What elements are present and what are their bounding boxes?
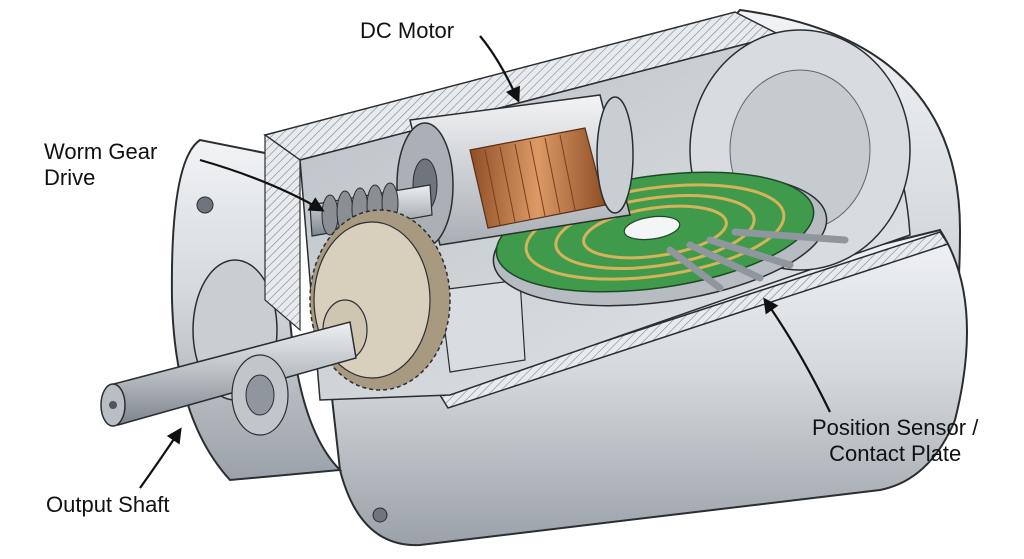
arrow-position-sensor [763, 297, 831, 413]
label-worm-gear: Worm Gear Drive [44, 139, 157, 191]
label-dc-motor-text: DC Motor [360, 18, 455, 43]
label-worm-gear-line2: Drive [44, 165, 96, 190]
label-output-shaft: Output Shaft [46, 492, 170, 518]
cutaway-housing-icon [170, 8, 968, 547]
label-position-sensor-line2: Contact Plate [829, 441, 962, 466]
label-dc-motor: DC Motor [360, 18, 454, 44]
arrow-output-shaft [139, 427, 182, 489]
label-position-sensor-line1: Position Sensor / [812, 415, 979, 440]
callout-arrows [139, 35, 831, 489]
dc-motor-icon [396, 94, 634, 248]
label-worm-gear-line1: Worm Gear [44, 139, 158, 164]
label-position-sensor: Position Sensor / Contact Plate [812, 415, 978, 467]
output-shaft-icon [100, 321, 357, 436]
arrow-worm-gear [199, 158, 325, 212]
label-output-shaft-text: Output Shaft [46, 492, 170, 517]
arrow-dc-motor [479, 35, 520, 103]
